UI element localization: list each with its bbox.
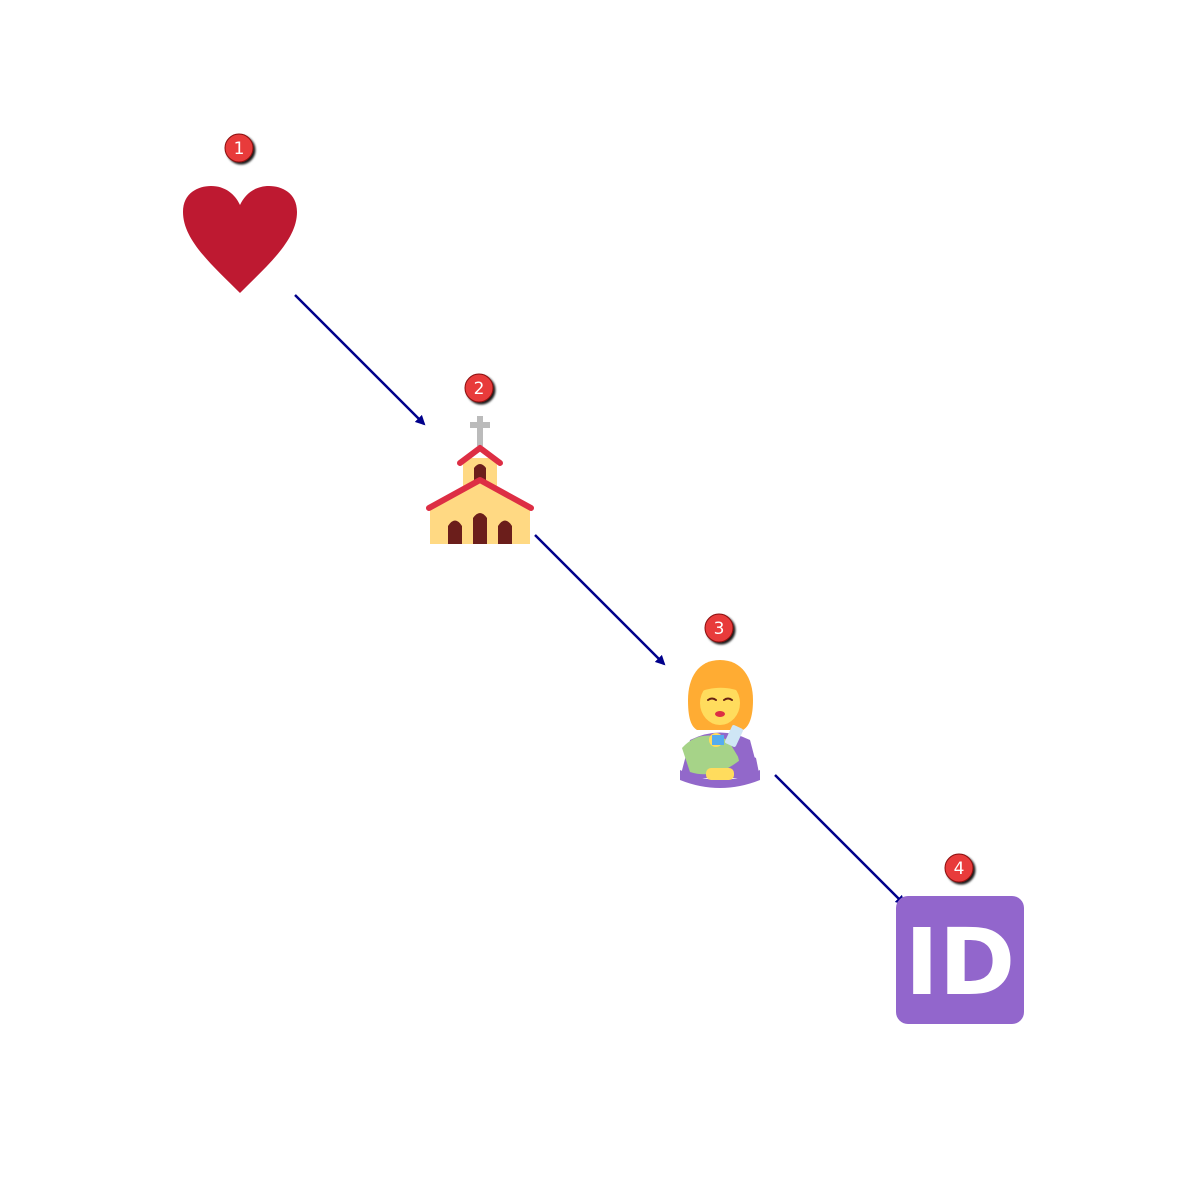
arrow-2-to-3 xyxy=(534,534,666,666)
step-3: 3 xyxy=(680,613,760,788)
step-badge-1 xyxy=(224,133,254,163)
step-badge-4 xyxy=(944,853,974,883)
step-number-3: 3 xyxy=(714,619,725,639)
arrow-1-to-2 xyxy=(294,294,426,426)
step-2: 2 xyxy=(426,373,534,544)
id-button-label: ID xyxy=(905,909,1016,1016)
step-badge-3 xyxy=(704,613,734,643)
step-number-1: 1 xyxy=(234,139,245,159)
red-heart-icon xyxy=(183,186,297,293)
step-4: 4 ID xyxy=(896,853,1024,1024)
step-number-4: 4 xyxy=(954,859,965,879)
step-number-2: 2 xyxy=(474,379,485,399)
arrow-3-to-4 xyxy=(774,774,906,906)
id-button-icon: ID xyxy=(896,896,1024,1024)
church-icon xyxy=(426,416,534,544)
step-badge-2 xyxy=(464,373,494,403)
woman-feeding-baby-icon xyxy=(680,660,760,788)
step-1: 1 xyxy=(183,133,297,293)
